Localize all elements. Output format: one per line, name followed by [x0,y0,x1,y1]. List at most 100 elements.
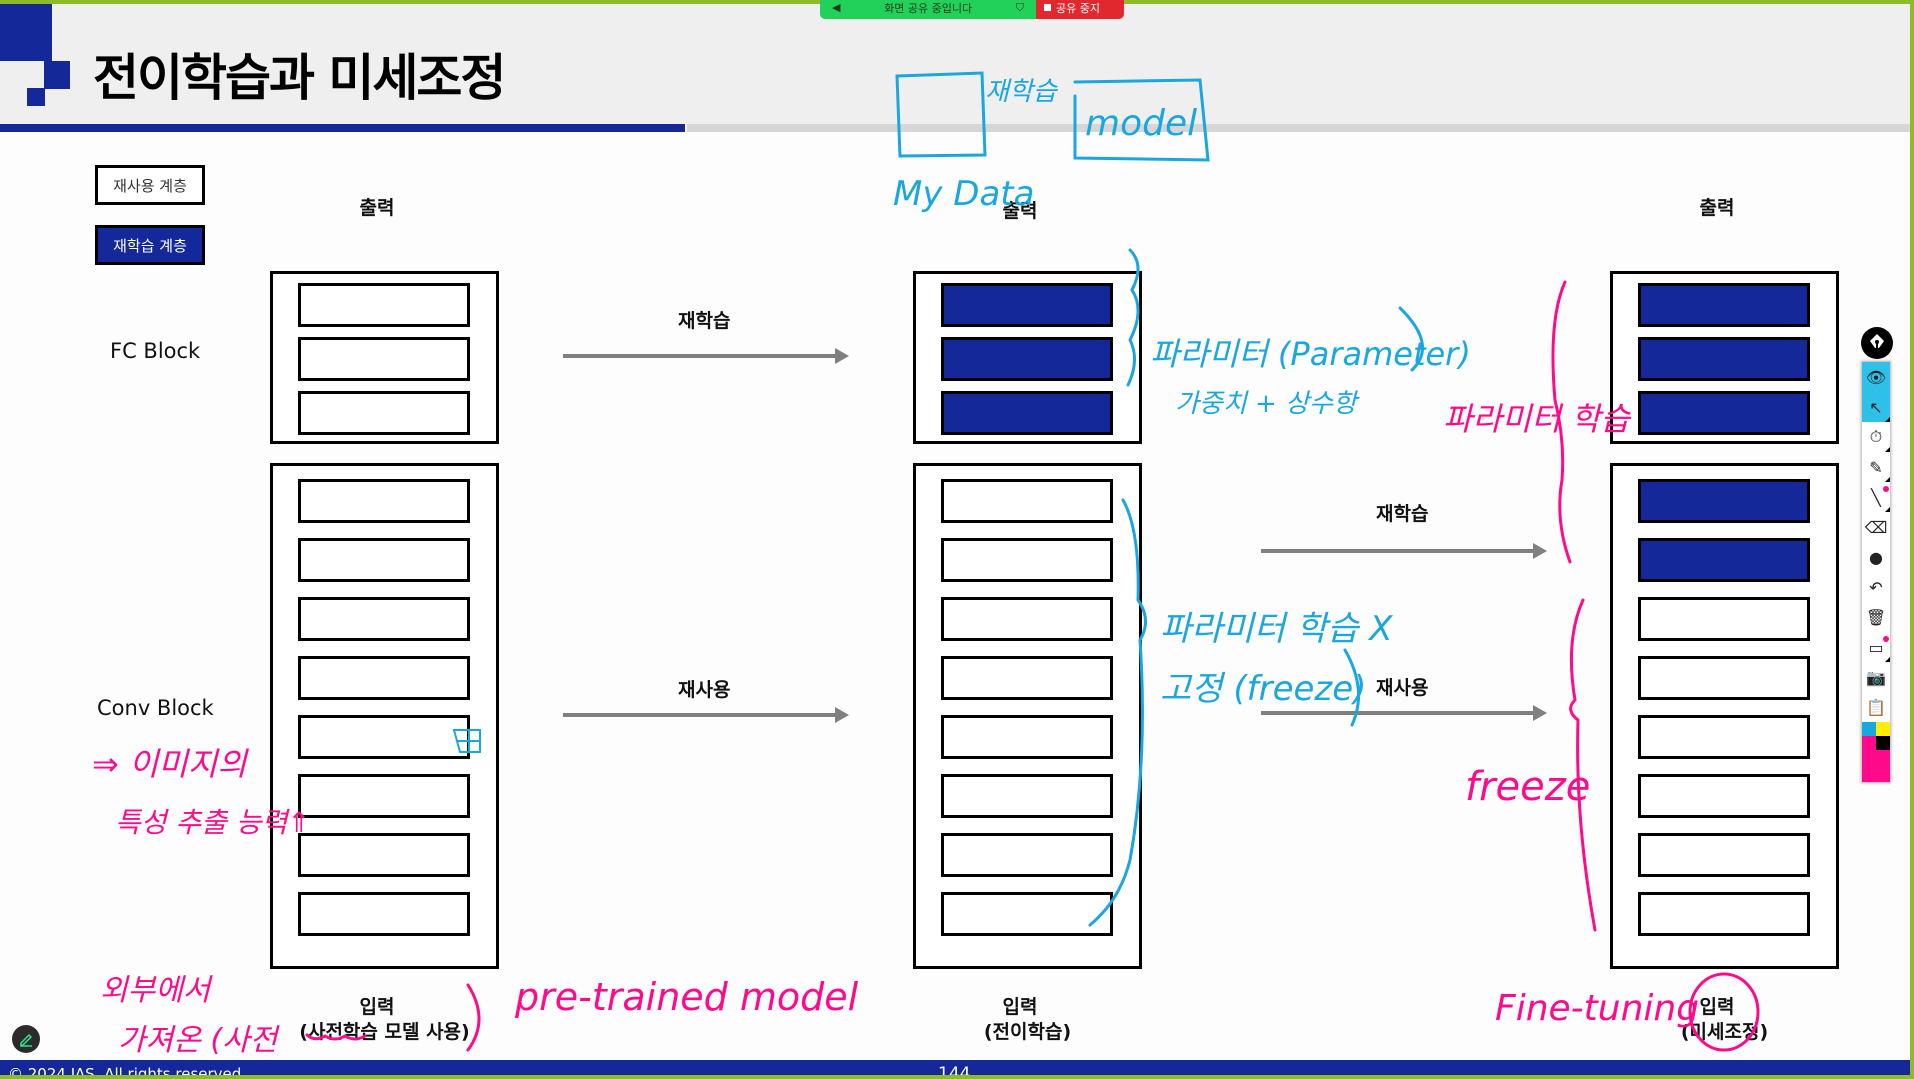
fc-block-label: FC Block [110,339,201,363]
camera-icon-glyph: 📷 [1866,667,1886,687]
undo-icon-glyph: ↶ [1869,577,1883,597]
conv-layer-reuse [941,656,1113,700]
pen-nib-logo-icon[interactable] [1861,327,1893,359]
brush-size-dot-icon[interactable]: ● [1862,542,1890,572]
arrow-reuse-right [1261,705,1547,721]
conv-layer-reuse [1638,715,1810,759]
copyright-text: © 2024 JAS. All rights reserved. [8,1065,247,1075]
page-number: 144 [938,1064,971,1075]
output-label: 출력 [359,197,395,219]
timer-icon-glyph: ⏱ [1869,427,1883,446]
fc-layer-retrain [1638,391,1810,435]
submenu-indicator [1885,477,1890,482]
annotate-pen-button[interactable] [12,1025,40,1053]
eraser-icon[interactable]: ⌫ [1862,512,1890,542]
input-label: 입력 [1699,996,1735,1018]
submenu-indicator [1885,447,1890,452]
fc-layer-retrain [941,283,1113,327]
conv-layer-retrain [1638,479,1810,523]
arrow-label-retrain-left: 재학습 [678,310,731,332]
whiteboard-icon[interactable]: ▭ [1862,632,1890,662]
screen-share-banner: ◀ 화면 공유 중입니다 ⛉ 공유 중지 [820,0,1124,19]
color-swatch[interactable] [1862,736,1876,782]
legend-reuse-layer: 재사용 계층 [95,165,205,205]
conv-layer-reuse [298,656,470,700]
annotation-toolbar: 👁 ↖ ⏱ ✎ ╲ ⌫ ● ↶ 🗑 ▭ 📷 📋 [1861,361,1891,783]
header-underline-accent [0,124,685,132]
conv-layer-reuse [298,892,470,936]
undo-icon[interactable]: ↶ [1862,572,1890,602]
highlighter-icon[interactable]: ✎ [1862,452,1890,482]
output-label: 출력 [1002,200,1038,222]
color-swatch[interactable] [1862,722,1876,736]
fc-layer-reuse [298,283,470,327]
conv-layer-reuse [298,479,470,523]
conv-layer-reuse [298,774,470,818]
arrow-retrain-left [563,348,849,364]
pointer-arrow-icon[interactable]: ↖ [1862,392,1890,422]
stop-share-label: 공유 중지 [1056,1,1100,15]
conv-layer-reuse [1638,597,1810,641]
active-color-dot [1883,636,1889,642]
legend-retrain-layer: 재학습 계층 [95,225,205,265]
conv-layer-reuse [941,892,1113,936]
pen-line-icon-glyph: ╲ [1871,487,1881,507]
eraser-icon-glyph: ⌫ [1864,517,1888,537]
color-swatch[interactable] [1876,736,1890,750]
slide-frame: 전이학습과 미세조정 재사용 계층 재학습 계층 FC Block Conv B… [0,4,1910,1075]
color-swatch[interactable] [1876,750,1890,782]
pointer-arrow-icon-glyph: ↖ [1869,397,1883,417]
arrow-label-reuse-left: 재사용 [678,679,731,701]
stop-share-button[interactable]: 공유 중지 [1036,0,1124,19]
conv-layer-reuse [298,597,470,641]
input-sublabel: (사전학습 모델 사용) [299,1021,470,1043]
input-sublabel: (미세조정) [1680,1021,1769,1043]
conv-layer-reuse [941,715,1113,759]
page-title: 전이학습과 미세조정 [93,49,506,107]
submenu-indicator [1885,507,1890,512]
submenu-indicator [1885,417,1890,422]
collapse-icon[interactable]: ◀ [832,1,841,14]
eye-icon-glyph: 👁 [1865,367,1887,387]
conv-layer-reuse [1638,774,1810,818]
stop-icon [1044,4,1051,11]
conv-layer-reuse [1638,833,1810,877]
arrow-label-reuse-right: 재사용 [1376,677,1429,699]
pen-line-icon[interactable]: ╲ [1862,482,1890,512]
camera-icon[interactable]: 📷 [1862,662,1890,692]
fc-layer-retrain [941,337,1113,381]
header-underline [687,124,1910,132]
input-sublabel: (전이학습) [983,1021,1072,1043]
timer-icon[interactable]: ⏱ [1862,422,1890,452]
active-color-dot [1883,486,1889,492]
conv-layer-reuse [941,774,1113,818]
conv-layer-reuse [298,715,470,759]
pencil-icon [20,1033,33,1047]
logo-square-large [0,4,52,61]
whiteboard-icon-glyph: ▭ [1868,637,1884,657]
fc-layer-reuse [298,337,470,381]
conv-layer-reuse [941,597,1113,641]
conv-layer-retrain [1638,538,1810,582]
color-swatch[interactable] [1876,722,1890,736]
fc-layer-retrain [1638,283,1810,327]
color-palette [1862,722,1890,782]
arrow-retrain-right [1261,543,1547,559]
eye-icon[interactable]: 👁 [1862,362,1890,392]
conv-layer-reuse [298,538,470,582]
fc-layer-reuse [298,391,470,435]
conv-layer-reuse [941,538,1113,582]
screen-share-status[interactable]: ◀ 화면 공유 중입니다 ⛉ [820,0,1036,19]
trash-icon-glyph: 🗑 [1865,607,1887,627]
logo-square-mid [44,61,70,89]
clipboard-icon[interactable]: 📋 [1862,692,1890,722]
conv-block-label: Conv Block [97,696,214,720]
arrow-label-retrain-right: 재학습 [1376,503,1429,525]
trash-icon[interactable]: 🗑 [1862,602,1890,632]
submenu-indicator [1885,657,1890,662]
arrow-reuse-left [563,707,849,723]
input-label: 입력 [359,996,395,1018]
fc-layer-retrain [941,391,1113,435]
conv-layer-reuse [1638,892,1810,936]
output-label: 출력 [1699,197,1735,219]
